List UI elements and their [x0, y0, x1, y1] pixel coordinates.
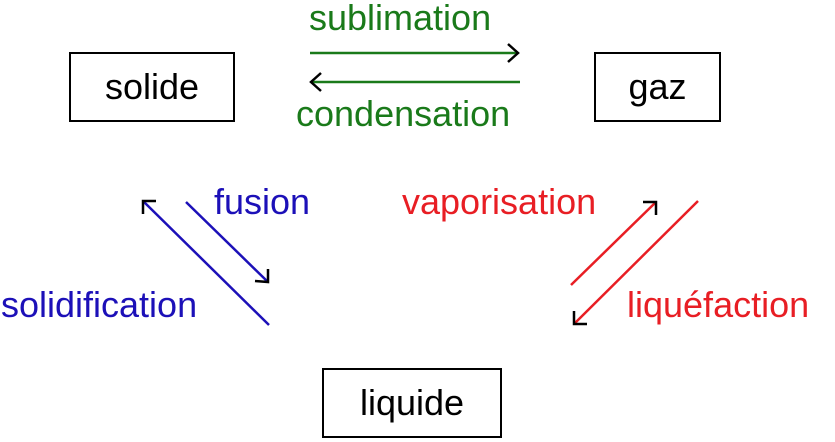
- solidification-label: solidification: [1, 284, 198, 325]
- liquefaction-label: liquéfaction: [627, 284, 810, 325]
- fusion-arrow: [185, 201, 270, 284]
- solid-state-box: solide: [69, 52, 235, 122]
- sublimation-arrow: [310, 43, 520, 63]
- gas-state-box: gaz: [594, 52, 721, 122]
- fusion-label: fusion: [214, 181, 311, 222]
- gas-state-label: gaz: [628, 66, 687, 107]
- liquid-state-box: liquide: [322, 368, 502, 438]
- solidification-arrow: [141, 199, 270, 326]
- vaporisation-label: vaporisation: [402, 181, 597, 222]
- condensation-label: condensation: [296, 93, 511, 134]
- liquid-state-label: liquide: [359, 382, 465, 423]
- vaporisation-arrow: [570, 200, 658, 286]
- sublimation-label: sublimation: [309, 0, 492, 38]
- liquefaction-arrow: [572, 200, 699, 326]
- solid-state-label: solide: [104, 66, 200, 107]
- condensation-arrow: [309, 72, 520, 92]
